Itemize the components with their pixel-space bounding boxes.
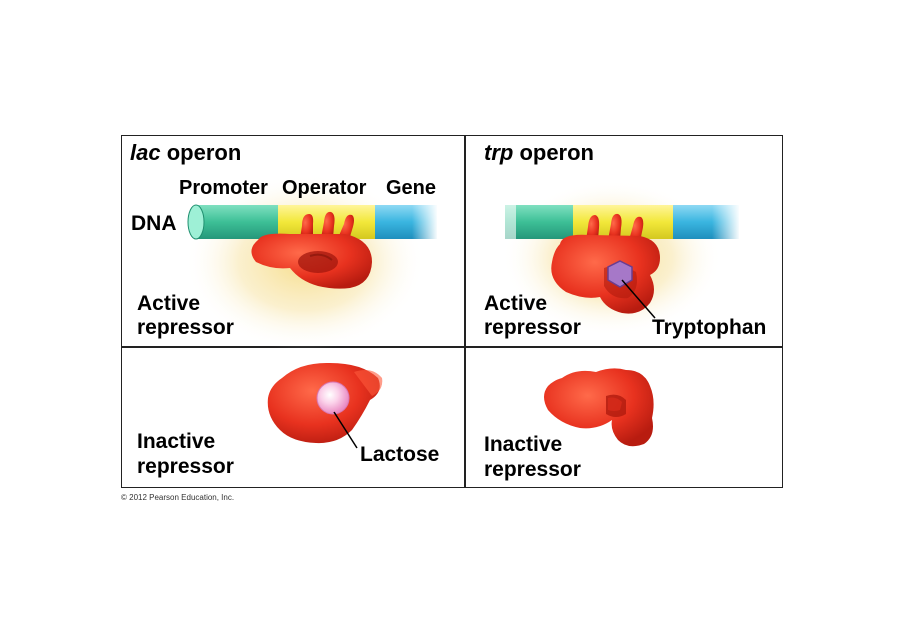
trp-inactive-repressor-label-line2: repressor — [484, 458, 581, 481]
tryptophan-label: Tryptophan — [652, 316, 767, 339]
lac-active-repressor-shape — [251, 211, 372, 289]
operator-label: Operator — [282, 177, 367, 199]
trp-active-repressor-label-line2: repressor — [484, 316, 581, 339]
trp-active-repressor-label-line1: Active — [484, 292, 548, 315]
trp-inactive-repressor-label-line1: Inactive — [484, 433, 563, 456]
dna-label: DNA — [131, 212, 177, 235]
horizontal-divider — [121, 346, 783, 348]
lactose-label: Lactose — [360, 443, 440, 466]
promoter-label: Promoter — [179, 177, 268, 199]
vertical-divider — [464, 135, 466, 488]
tryptophan-pointer — [621, 279, 656, 319]
lac-inactive-repressor-label-line2: repressor — [137, 455, 234, 478]
lactose-pointer — [333, 411, 358, 449]
lactose-molecule — [316, 381, 350, 415]
trp-inactive-repressor-shape — [544, 368, 654, 447]
copyright-notice: © 2012 Pearson Education, Inc. — [121, 493, 235, 502]
frame — [121, 135, 783, 488]
lac-operon-title: lac operon — [130, 140, 242, 165]
lac-active-repressor-label-line2: repressor — [137, 316, 234, 339]
gene-label: Gene — [386, 177, 437, 199]
tryptophan-molecule — [607, 260, 633, 288]
trp-operon-title: trp operon — [484, 140, 594, 165]
lac-active-repressor-label-line1: Active — [137, 292, 201, 315]
lac-inactive-repressor-label-line1: Inactive — [137, 430, 216, 453]
trp-dna-strand — [496, 205, 740, 239]
